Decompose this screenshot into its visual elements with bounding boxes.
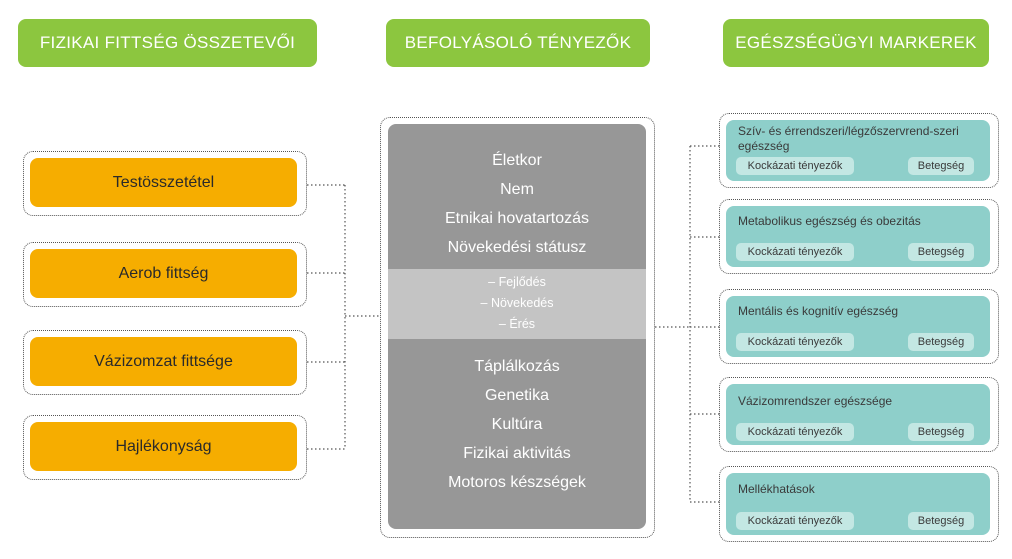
header-health-markers: EGÉSZSÉGÜGYI MARKEREK — [723, 19, 989, 67]
marker-metabolic: Metabolikus egészség és obezitás Kockáza… — [726, 206, 990, 267]
component-frame-1 — [23, 151, 307, 216]
factors-top-list: Életkor Nem Etnikai hovatartozás Növeked… — [388, 146, 646, 262]
factor-item: Fizikai aktivitás — [463, 445, 571, 462]
disease-pill: Betegség — [908, 423, 974, 441]
component-label: Vázizomzat fittsége — [94, 352, 233, 370]
factors-bottom-list: Táplálkozás Genetika Kultúra Fizikai akt… — [388, 352, 646, 497]
growth-subitem: – Fejlődés — [488, 275, 546, 289]
factor-item: Etnikai hovatartozás — [444, 210, 590, 227]
marker-title: Metabolikus egészség és obezitás — [738, 214, 921, 228]
factor-item: Kultúra — [491, 416, 543, 433]
marker-frame-4 — [719, 377, 999, 452]
marker-frame-5 — [719, 466, 999, 542]
risk-factors-pill: Kockázati tényezők — [736, 243, 854, 261]
marker-adverse-effects: Mellékhatások Kockázati tényezők Betegsé… — [726, 473, 990, 535]
header-fitness-components: FIZIKAI FITTSÉG ÖSSZETEVŐI — [18, 19, 317, 67]
factor-item: Életkor — [492, 152, 542, 169]
component-label: Testösszetétel — [112, 173, 215, 191]
disease-pill: Betegség — [908, 333, 974, 351]
marker-title: Vázizomrendszer egészsége — [738, 394, 893, 408]
header-influencing-factors: BEFOLYÁSOLÓ TÉNYEZŐK — [386, 19, 650, 67]
factor-item: Nem — [500, 181, 534, 198]
marker-mental-cognitive: Mentális és kognitív egészség Kockázati … — [726, 296, 990, 357]
header-influencing-factors-label: BEFOLYÁSOLÓ TÉNYEZŐK — [404, 33, 632, 52]
growth-status-subitems: – Fejlődés – Növekedés – Érés — [388, 269, 646, 339]
growth-subitem: – Növekedés — [480, 296, 554, 310]
marker-title: Mellékhatások — [738, 482, 815, 496]
risk-factors-pill: Kockázati tényezők — [736, 512, 854, 530]
component-musculoskeletal-fitness: Vázizomzat fittsége — [30, 337, 297, 386]
factors-box: Életkor Nem Etnikai hovatartozás Növeked… — [388, 124, 646, 529]
header-fitness-components-label: FIZIKAI FITTSÉG ÖSSZETEVŐI — [39, 33, 296, 52]
component-frame-3 — [23, 330, 307, 395]
risk-factors-pill: Kockázati tényezők — [736, 157, 854, 175]
marker-frame-3 — [719, 289, 999, 364]
disease-pill: Betegség — [908, 512, 974, 530]
factor-item: Növekedési státusz — [447, 239, 587, 256]
header-health-markers-label: EGÉSZSÉGÜGYI MARKEREK — [735, 33, 977, 52]
marker-cardiorespiratory: Szív- és érrendszeri/légzőszervrend-szer… — [726, 120, 990, 181]
marker-title: Mentális és kognitív egészség — [738, 304, 899, 318]
factor-item: Genetika — [484, 387, 550, 404]
component-flexibility: Hajlékonyság — [30, 422, 297, 471]
disease-pill: Betegség — [908, 243, 974, 261]
component-label: Aerob fittség — [118, 264, 209, 282]
risk-factors-pill: Kockázati tényezők — [736, 423, 854, 441]
factors-frame — [380, 117, 655, 538]
factor-item: Motoros készségek — [448, 474, 586, 491]
risk-factors-pill: Kockázati tényezők — [736, 333, 854, 351]
component-frame-2 — [23, 242, 307, 307]
disease-pill: Betegség — [908, 157, 974, 175]
component-aerobic-fitness: Aerob fittség — [30, 249, 297, 298]
component-label: Hajlékonyság — [115, 437, 212, 455]
growth-subitem: – Érés — [498, 317, 536, 331]
marker-title: Szív- és érrendszeri/légzőszervrend-szer… — [738, 124, 959, 153]
component-body-composition: Testösszetétel — [30, 158, 297, 207]
factor-item: Táplálkozás — [474, 358, 560, 375]
marker-frame-1 — [719, 113, 999, 188]
marker-musculoskeletal: Vázizomrendszer egészsége Kockázati tény… — [726, 384, 990, 445]
component-frame-4 — [23, 415, 307, 480]
marker-frame-2 — [719, 199, 999, 274]
